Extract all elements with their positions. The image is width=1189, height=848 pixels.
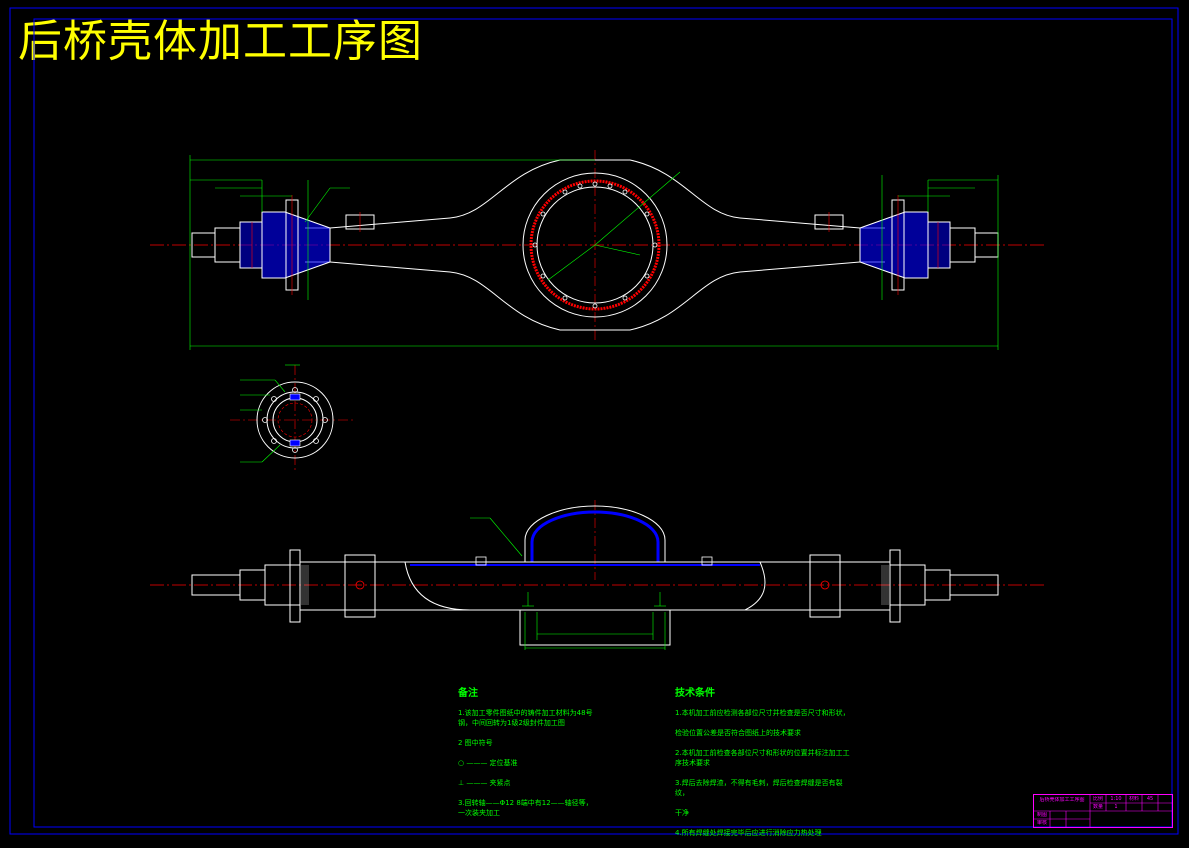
tech-line-5: 干净 <box>675 809 689 817</box>
tech-line-1: 1.本机加工前应检测各部位尺寸并检查是否尺寸和形状， <box>675 709 850 717</box>
notes-heading: 备注 <box>458 688 478 699</box>
note-line-2: 2 图中符号 <box>458 739 493 747</box>
tech-line-4: 3.焊后去除焊渣，不得有毛刺，焊后检查焊缝是否有裂纹， <box>675 779 843 797</box>
tech-body: 1.本机加工前应检测各部位尺寸并检查是否尺寸和形状， 检验位置公差是否符合图纸上… <box>675 698 850 848</box>
note-line-4: ⊥ ——— 夹紧点 <box>458 779 511 787</box>
outer-frame <box>9 7 1179 835</box>
housing-outline-lower <box>329 261 861 331</box>
drawing-title: 后桥壳体加工工序图 <box>18 16 423 67</box>
right-end-assembly <box>859 195 999 295</box>
notes-body: 1.该加工零件图纸中的铸件加工材料为48号钢，中间回转为1级2级封件加工图 2 … <box>458 698 598 828</box>
bowl-radius-line-1 <box>594 171 681 246</box>
main-dimensions <box>189 155 999 350</box>
bowl-bolt-holes <box>532 181 658 309</box>
tb-material-label: 材料 <box>1128 796 1139 802</box>
tech-line-2: 检验位置公差是否符合图纸上的技术要求 <box>675 729 801 737</box>
tb-scale-label: 比例 <box>1092 796 1103 802</box>
tech-heading: 技术条件 <box>675 688 715 699</box>
bowl-radius-line-3 <box>594 244 641 256</box>
bowl-radius-line-2 <box>547 244 596 281</box>
bowl-flange-ring <box>529 179 661 311</box>
bowl-outer-circle <box>522 172 668 318</box>
side-view <box>150 500 1045 650</box>
tb-drawn: 制图 <box>1036 812 1047 818</box>
tech-line-6: 4.所有焊缝处焊接完毕后应进行消除应力热处理 <box>675 829 822 837</box>
tech-line-3: 2.本机加工前检查各部位尺寸和形状的位置并标注加工工序技术要求 <box>675 749 850 767</box>
title-block: 后桥壳体加工工序图 比例 1:10 材料 45 数量 1 制图 审核 <box>1033 794 1173 828</box>
tb-scale-value: 1:10 <box>1110 796 1122 802</box>
tb-qty-label: 数量 <box>1092 804 1103 810</box>
main-view <box>150 150 1045 350</box>
tb-material-value: 45 <box>1146 796 1154 802</box>
note-line-5: 3.回转轴——Φ12 8端中有12——轴径等，一次装夹加工 <box>458 799 593 817</box>
note-line-1: 1.该加工零件图纸中的铸件加工材料为48号钢，中间回转为1级2级封件加工图 <box>458 709 593 727</box>
left-end-assembly <box>191 195 331 295</box>
inner-frame <box>33 18 1173 828</box>
tb-qty-value: 1 <box>1114 804 1118 810</box>
tb-checked: 审核 <box>1036 820 1047 826</box>
flange-section-view <box>230 364 355 470</box>
tb-part-name: 后桥壳体加工工序图 <box>1039 797 1085 803</box>
note-line-3: ○ ——— 定位基准 <box>458 759 518 767</box>
title-block-grid <box>1034 795 1172 827</box>
